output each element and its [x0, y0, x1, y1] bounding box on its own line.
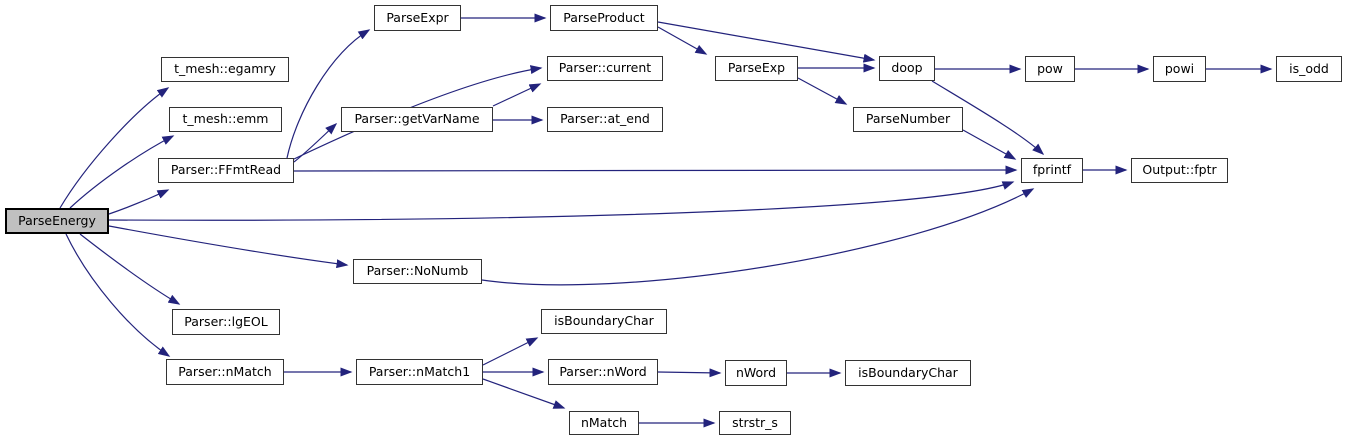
- node-nmatch-global[interactable]: nMatch: [569, 411, 639, 435]
- edge-parse-energy-to-nonumb: [108, 225, 349, 269]
- node-label-powi: powi: [1164, 60, 1195, 76]
- edge-parse-number-to-fprintf: [962, 129, 1017, 160]
- node-label-strstr-s: strstr_s: [732, 414, 778, 430]
- node-pow[interactable]: pow: [1025, 56, 1075, 82]
- edge-parse-energy-to-egamry: [59, 87, 170, 209]
- node-label-isboundarychar2: isBoundaryChar: [858, 364, 958, 380]
- edge-doop-to-fprintf: [931, 80, 1045, 156]
- node-nword-parser[interactable]: Parser::nWord: [548, 359, 658, 385]
- node-egamry[interactable]: t_mesh::egamry: [161, 57, 289, 82]
- node-parse-expr[interactable]: ParseExpr: [374, 5, 461, 31]
- node-emm[interactable]: t_mesh::emm: [169, 107, 282, 132]
- edge-nmatch1-to-nmatch-global: [482, 378, 566, 409]
- edge-parse-energy-to-fprintf: [108, 181, 1015, 221]
- node-label-doop: doop: [891, 60, 923, 76]
- node-label-is-odd: is_odd: [1289, 60, 1329, 76]
- node-label-nword-parser: Parser::nWord: [559, 363, 647, 379]
- node-powi[interactable]: powi: [1153, 56, 1206, 82]
- node-is-odd[interactable]: is_odd: [1276, 56, 1342, 82]
- node-label-at-end: Parser::at_end: [560, 111, 650, 127]
- edge-nonumb-to-fprintf: [481, 188, 1035, 286]
- node-label-nonumb: Parser::NoNumb: [366, 263, 469, 279]
- node-label-isboundarychar1: isBoundaryChar: [554, 313, 654, 329]
- node-current[interactable]: Parser::current: [547, 56, 663, 81]
- node-parse-product[interactable]: ParseProduct: [550, 5, 658, 31]
- node-strstr-s[interactable]: strstr_s: [719, 411, 791, 435]
- node-label-output-fptr: Output::fptr: [1142, 162, 1217, 178]
- edge-ffmtread-to-getvarname: [293, 122, 338, 163]
- node-label-ffmtread: Parser::FFmtRead: [170, 162, 282, 178]
- edge-parse-energy-to-ffmtread: [108, 189, 170, 215]
- node-ffmtread[interactable]: Parser::FFmtRead: [158, 158, 294, 183]
- edge-parse-energy-to-emm: [69, 135, 175, 209]
- node-label-parse-expr: ParseExpr: [386, 9, 449, 25]
- node-nmatch-parser[interactable]: Parser::nMatch: [166, 359, 284, 385]
- edge-ffmtread-to-current: [293, 65, 543, 160]
- edge-getvarname-to-current: [492, 83, 542, 107]
- node-nonumb[interactable]: Parser::NoNumb: [353, 259, 482, 284]
- node-nword[interactable]: nWord: [725, 360, 787, 386]
- node-at-end[interactable]: Parser::at_end: [547, 107, 663, 132]
- node-label-parse-number: ParseNumber: [865, 111, 951, 127]
- node-lgeol[interactable]: Parser::lgEOL: [172, 309, 280, 335]
- edge-ffmtread-to-fprintf: [293, 165, 1018, 175]
- edge-parse-product-to-doop: [657, 21, 876, 63]
- node-doop[interactable]: doop: [879, 56, 935, 81]
- node-label-parse-energy: ParseEnergy: [18, 212, 96, 228]
- node-label-parse-exp: ParseExp: [727, 60, 786, 76]
- node-label-nword: nWord: [735, 364, 777, 380]
- node-label-getvarname: Parser::getVarName: [354, 111, 480, 127]
- node-getvarname[interactable]: Parser::getVarName: [341, 107, 493, 132]
- node-output-fptr[interactable]: Output::fptr: [1131, 158, 1228, 183]
- edge-nmatch1-to-isboundarychar1: [482, 337, 539, 366]
- node-label-nmatch-parser: Parser::nMatch: [178, 363, 272, 379]
- node-isboundarychar2[interactable]: isBoundaryChar: [845, 360, 971, 386]
- edge-parse-energy-to-nmatch-parser: [65, 233, 171, 357]
- node-parse-exp[interactable]: ParseExp: [715, 56, 798, 81]
- node-label-egamry: t_mesh::egamry: [174, 61, 276, 77]
- edge-ffmtread-to-parse-expr: [286, 29, 371, 159]
- node-label-lgeol: Parser::lgEOL: [184, 313, 268, 329]
- node-label-pow: pow: [1037, 60, 1063, 76]
- node-label-nmatch1: Parser::nMatch1: [368, 363, 471, 379]
- node-isboundarychar1[interactable]: isBoundaryChar: [541, 309, 667, 334]
- edge-parse-energy-to-lgeol: [79, 233, 181, 305]
- node-label-current: Parser::current: [558, 60, 652, 76]
- edge-parse-product-to-parse-exp: [657, 26, 708, 55]
- node-label-nmatch-global: nMatch: [580, 414, 628, 430]
- node-label-fprintf: fprintf: [1032, 162, 1072, 178]
- node-label-parse-product: ParseProduct: [563, 9, 645, 25]
- node-parse-energy: ParseEnergy: [5, 208, 109, 234]
- node-fprintf[interactable]: fprintf: [1021, 158, 1083, 183]
- node-parse-number[interactable]: ParseNumber: [853, 107, 963, 132]
- edge-parse-exp-to-parse-number: [797, 77, 848, 105]
- node-label-emm: t_mesh::emm: [182, 111, 269, 127]
- edge-nword-parser-to-nword: [657, 368, 722, 378]
- node-nmatch1[interactable]: Parser::nMatch1: [356, 359, 483, 385]
